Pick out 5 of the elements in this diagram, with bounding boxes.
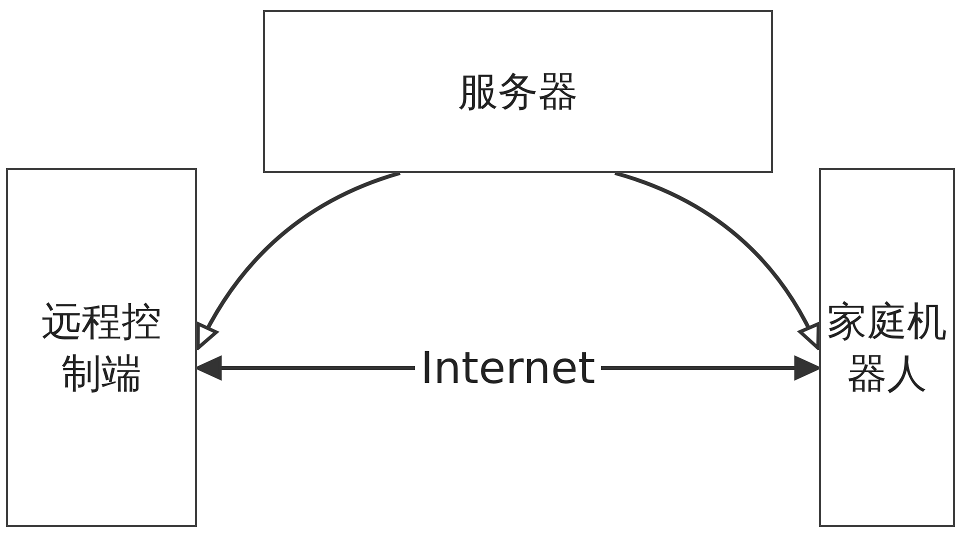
arrow [196, 171, 401, 350]
server-box: 服务器 [263, 10, 773, 173]
arrow [614, 171, 820, 350]
remote-control-box: 远程控制端 [6, 168, 197, 527]
robot-box: 家庭机器人 [819, 168, 955, 527]
